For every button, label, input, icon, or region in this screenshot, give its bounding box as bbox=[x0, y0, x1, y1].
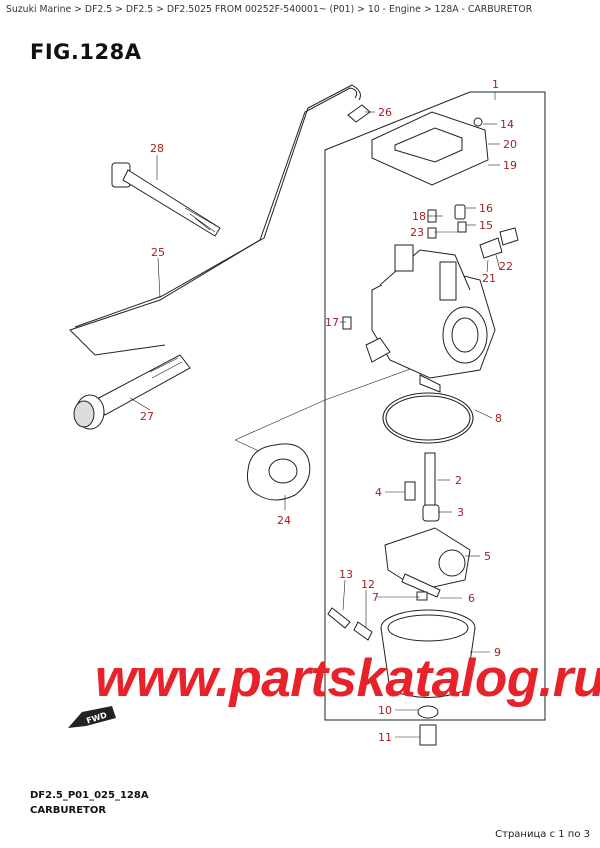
callout-28: 28 bbox=[150, 142, 164, 155]
callout-23: 23 bbox=[410, 226, 424, 239]
figure-code: DF2.5_P01_025_128A bbox=[30, 790, 149, 801]
small-screws bbox=[342, 204, 519, 330]
callout-8: 8 bbox=[495, 412, 502, 425]
callout-24: 24 bbox=[277, 514, 291, 527]
part-9-float-bowl bbox=[380, 609, 476, 698]
callout-3: 3 bbox=[457, 506, 464, 519]
part-6-float-pin bbox=[401, 573, 441, 601]
callout-7: 7 bbox=[372, 591, 379, 604]
part-2-needle-jet bbox=[404, 452, 440, 522]
callout-14: 14 bbox=[500, 118, 514, 131]
part-12-13-screw bbox=[327, 607, 373, 641]
breadcrumb: Suzuki Marine > DF2.5 > DF2.5 > DF2.5025… bbox=[6, 4, 533, 15]
callout-5: 5 bbox=[484, 550, 491, 563]
callout-13: 13 bbox=[339, 568, 353, 581]
figure-name: CARBURETOR bbox=[30, 805, 107, 816]
part-28-bolt bbox=[111, 162, 221, 237]
part-26-clip bbox=[347, 104, 371, 123]
callout-21: 21 bbox=[482, 272, 496, 285]
part-24-gasket bbox=[247, 443, 311, 501]
callout-2: 2 bbox=[455, 474, 462, 487]
fwd-arrow bbox=[68, 706, 116, 728]
part-5-float bbox=[384, 527, 471, 591]
callout-12: 12 bbox=[361, 578, 375, 591]
figure-title: FIG.128A bbox=[30, 40, 142, 64]
callout-6: 6 bbox=[468, 592, 475, 605]
callout-1: 1 bbox=[492, 78, 499, 91]
callout-25: 25 bbox=[151, 246, 165, 259]
callout-11: 11 bbox=[378, 731, 392, 744]
carburetor-body bbox=[365, 244, 496, 393]
part-10-washer bbox=[417, 705, 439, 746]
callout-20: 20 bbox=[503, 138, 517, 151]
callout-15: 15 bbox=[479, 219, 493, 232]
part-27-choke-knob bbox=[73, 354, 191, 430]
part-25-rod bbox=[69, 84, 361, 356]
part-8-o-ring bbox=[382, 392, 474, 444]
callout-9: 9 bbox=[494, 646, 501, 659]
callout-labels: 1 2 3 4 5 6 7 8 9 10 11 12 13 14 15 16 1… bbox=[85, 78, 517, 744]
callout-17: 17 bbox=[325, 316, 339, 329]
callout-16: 16 bbox=[479, 202, 493, 215]
callout-19: 19 bbox=[503, 159, 517, 172]
callout-22: 22 bbox=[499, 260, 513, 273]
pager: Страница с 1 по 3 bbox=[495, 829, 590, 840]
callout-18: 18 bbox=[412, 210, 426, 223]
callout-26: 26 bbox=[378, 106, 392, 119]
callout-10: 10 bbox=[378, 704, 392, 717]
callout-4: 4 bbox=[375, 486, 382, 499]
callout-27: 27 bbox=[140, 410, 154, 423]
watermark: www.partskatalog.ru bbox=[95, 649, 600, 708]
part-20-top-plate bbox=[371, 111, 489, 186]
